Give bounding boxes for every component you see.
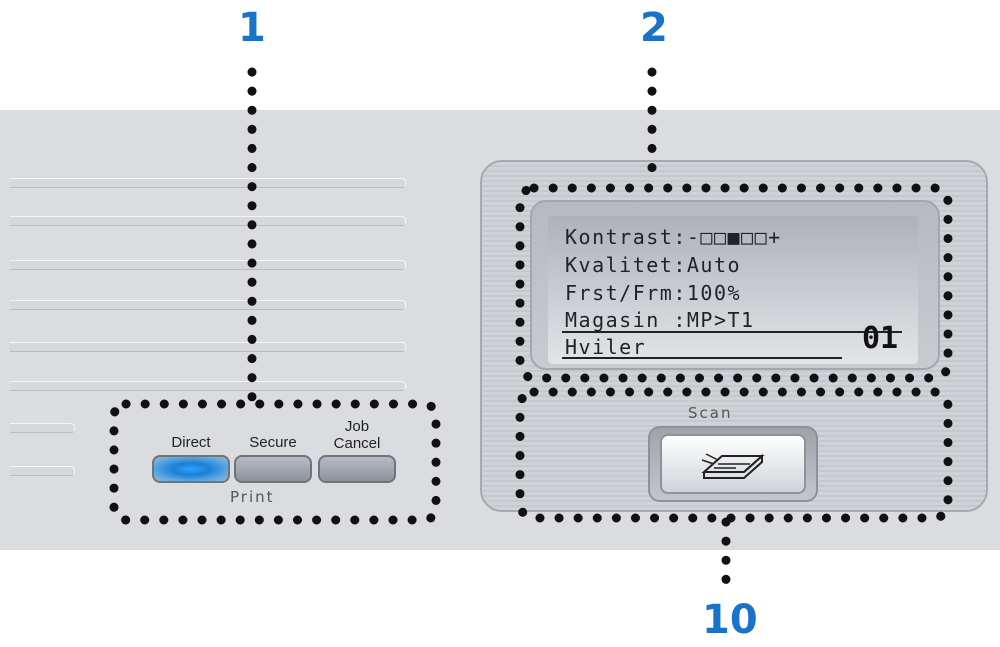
direct-label: Direct: [171, 434, 211, 451]
job-cancel-label-line2: Cancel: [333, 435, 381, 452]
lcd-bottom-rule: [562, 357, 842, 359]
panel-slot: [10, 466, 75, 476]
print-buttons-outline: [109, 399, 441, 525]
job-cancel-label-line1: Job: [344, 418, 370, 435]
scan-caption: Scan: [688, 404, 733, 422]
panel-slot: [10, 381, 406, 391]
lcd-copy-counter: 01: [862, 321, 899, 356]
panel-slot: [10, 423, 75, 433]
print-caption: Print: [230, 488, 275, 506]
direct-print-button[interactable]: [152, 455, 230, 483]
job-cancel-label: Job Cancel: [318, 418, 396, 452]
display-outline: [515, 183, 953, 383]
secure-label: Secure: [249, 434, 297, 451]
scan-outline: [515, 387, 953, 523]
panel-slot: [10, 300, 406, 310]
panel-slot: [10, 342, 406, 352]
lcd-line-enlarge-reduce: Frst/Frm:100%: [565, 281, 742, 305]
lcd-divider: [562, 331, 902, 333]
job-cancel-button[interactable]: [318, 455, 396, 483]
callout-1: 1: [238, 5, 266, 51]
panel-slot: [10, 178, 406, 188]
lcd-screen: [548, 216, 918, 364]
callout-10: 10: [702, 597, 758, 643]
panel-slot: [10, 260, 406, 270]
lcd-line-contrast: Kontrast:-□□■□□+: [565, 225, 782, 249]
panel-slot: [10, 216, 406, 226]
scanner-icon: [701, 453, 765, 479]
secure-print-button[interactable]: [234, 455, 312, 483]
lcd-line-status: Hviler: [565, 335, 647, 359]
lcd-line-tray: Magasin :MP>T1: [565, 308, 755, 332]
lcd-line-quality: Kvalitet:Auto: [565, 253, 742, 277]
callout-2: 2: [640, 5, 668, 51]
